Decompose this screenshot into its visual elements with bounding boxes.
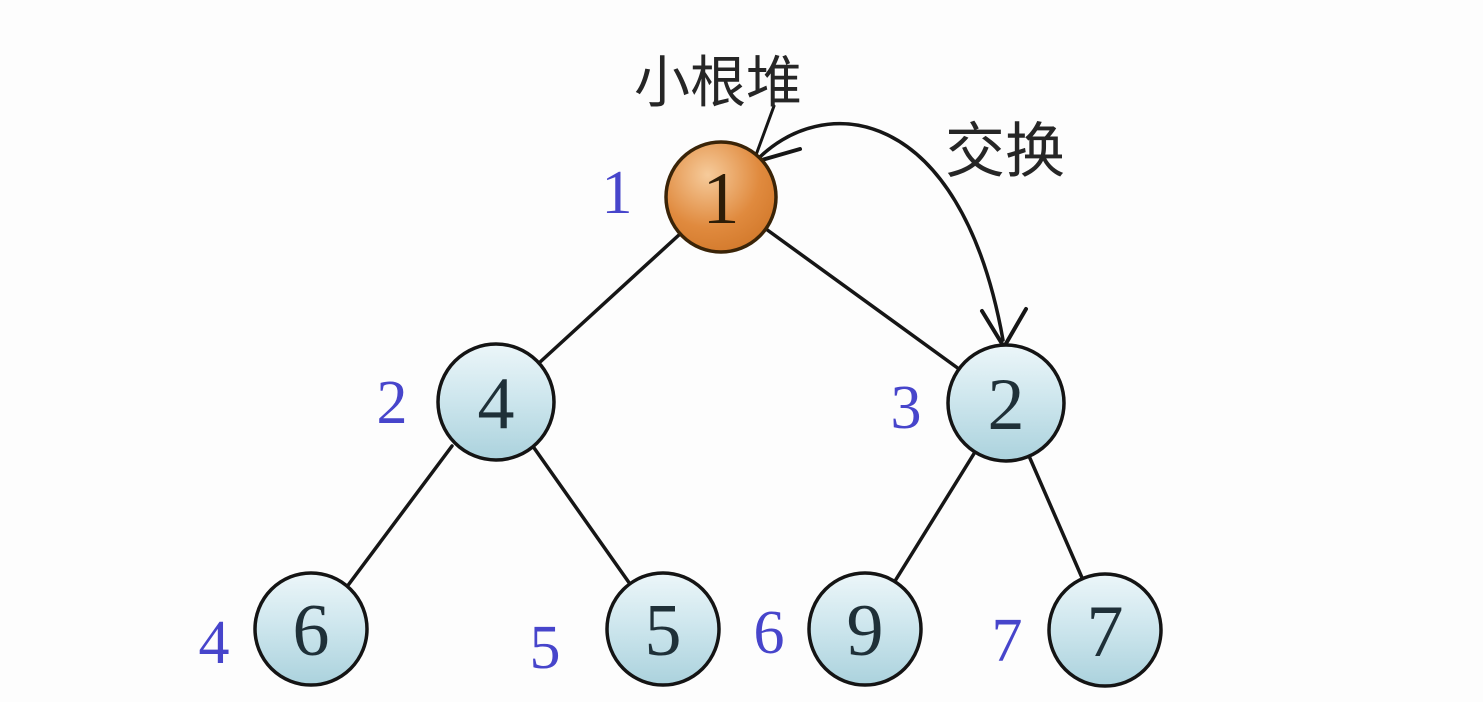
node-value: 5 [645,590,682,672]
swap-arrow [753,104,1028,349]
node-value: 7 [1087,591,1124,673]
tree-nodes: 1 1 4 2 2 3 6 4 5 5 [199,140,1163,688]
node-circle [253,571,369,687]
node-index-label: 6 [754,599,785,667]
edge-1-2 [537,232,682,365]
tree-node-7: 7 7 [992,572,1163,688]
node-circle [807,571,923,687]
node-circle [946,343,1066,463]
node-index-label: 3 [891,374,922,442]
tree-node-2: 4 2 [377,342,556,462]
root-pointer-line [754,104,776,157]
edge-2-4 [344,444,454,590]
node-index-label: 7 [992,607,1023,675]
node-value: 2 [988,364,1025,446]
tree-edges [344,227,1085,590]
swap-annotation-label: 交换 [945,119,1065,185]
edge-3-6 [893,450,977,583]
tree-node-5: 5 5 [530,571,721,687]
edge-2-5 [530,443,632,586]
tree-node-1: 1 1 [602,140,778,254]
node-circle [436,342,556,462]
node-value: 1 [703,158,740,240]
node-index-label: 1 [602,159,633,227]
node-index-label: 5 [530,614,561,682]
edge-3-7 [1027,454,1085,582]
swap-arrow-curve [753,122,1005,342]
node-circle-root [664,140,778,254]
node-circle [605,571,721,687]
node-circle [1047,572,1163,688]
tree-node-3: 2 3 [891,343,1066,463]
min-heap-title-label: 小根堆 [634,53,802,115]
node-value: 6 [293,590,330,672]
node-index-label: 2 [377,369,408,437]
tree-node-4: 6 4 [199,571,369,687]
edge-1-3 [764,227,961,371]
tree-node-6: 9 6 [754,571,923,687]
node-index-label: 4 [199,609,230,677]
node-value: 9 [847,590,884,672]
node-value: 4 [478,363,515,445]
